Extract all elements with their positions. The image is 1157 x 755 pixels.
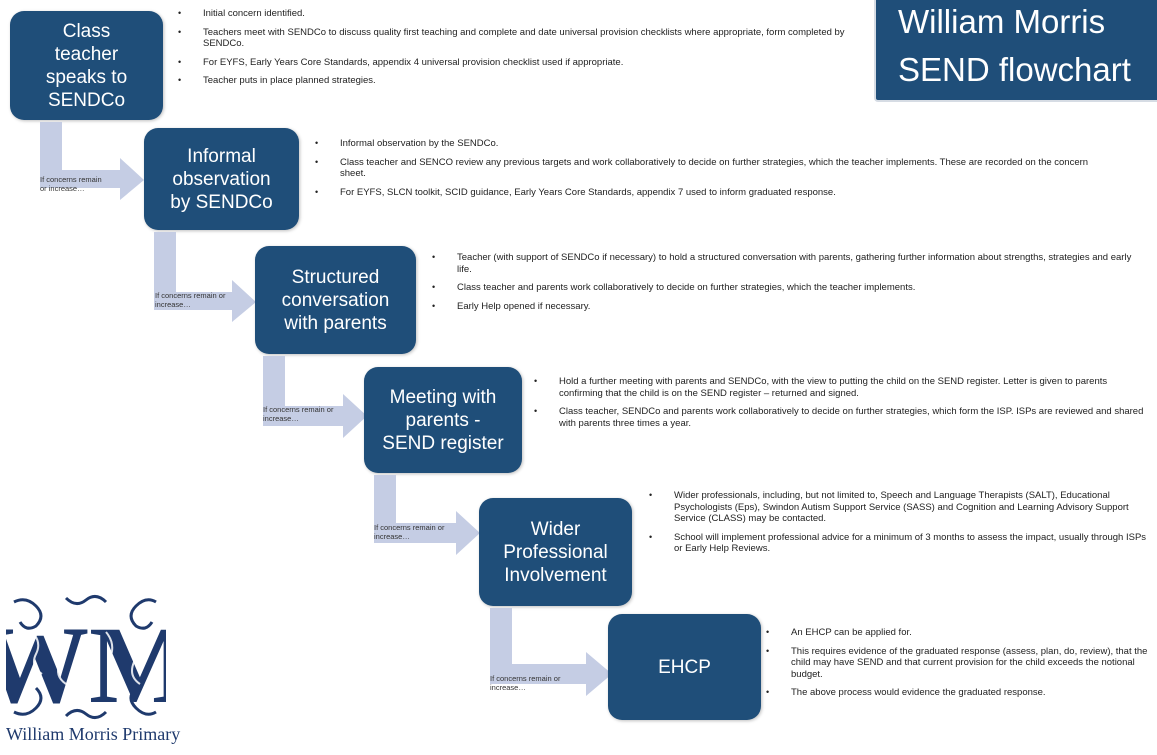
bullet: Wider professionals, including, but not … (649, 490, 1149, 525)
step-label-line: observation (172, 168, 271, 190)
connector-arrow (374, 475, 480, 555)
svg-text:WM: WM (6, 604, 166, 722)
connector-arrow (154, 232, 256, 322)
step-label-line: parents - (405, 409, 481, 431)
step-label-line: Structured (291, 266, 380, 288)
bullet: This requires evidence of the graduated … (766, 646, 1151, 681)
wm-monogram-icon: WM (6, 594, 166, 722)
step-6-bullets: An EHCP can be applied for. This require… (766, 627, 1151, 706)
title-line-1: William Morris (898, 3, 1106, 40)
connector-label: If concerns remain or increase… (374, 523, 445, 541)
step-label-line: Meeting with (389, 386, 497, 408)
step-wider-professional-involvement: Wider Professional Involvement (479, 498, 632, 606)
step-label-line: conversation (281, 289, 390, 311)
step-class-teacher-speaks-to-sendco: Class teacher speaks to SENDCo (10, 11, 163, 120)
step-label-line: by SENDCo (170, 191, 273, 213)
school-logo: WM William Morris Primary (6, 592, 181, 755)
bullet: Early Help opened if necessary. (432, 301, 1132, 313)
bullet: Class teacher and SENCO review any previ… (315, 157, 1115, 180)
connector-arrow (263, 356, 367, 438)
step-label-line: Informal (187, 145, 256, 167)
step-label-line: EHCP (658, 656, 711, 678)
step-1-bullets: Initial concern identified. Teachers mee… (178, 8, 868, 94)
step-label-line: teacher (54, 43, 119, 65)
bullet: Teachers meet with SENDCo to discuss qua… (178, 27, 868, 50)
step-3-bullets: Teacher (with support of SENDCo if neces… (432, 252, 1132, 319)
step-label-line: Professional (503, 541, 608, 563)
bullet: Informal observation by the SENDCo. (315, 138, 1115, 150)
connector-label: If concerns remain or increase… (263, 405, 334, 423)
flowchart-title: William Morris SEND flowchart (876, 0, 1157, 100)
step-label-line: SEND register (382, 432, 504, 454)
step-4-bullets: Hold a further meeting with parents and … (534, 376, 1144, 436)
step-2-bullets: Informal observation by the SENDCo. Clas… (315, 138, 1115, 205)
connector-label: If concerns remain or increase… (490, 674, 561, 692)
bullet: An EHCP can be applied for. (766, 627, 1151, 639)
step-ehcp: EHCP (608, 614, 761, 720)
school-name: William Morris Primary (6, 724, 181, 744)
step-informal-observation: Informal observation by SENDCo (144, 128, 299, 230)
connector-arrow (490, 608, 612, 696)
bullet: Hold a further meeting with parents and … (534, 376, 1144, 399)
bullet: For EYFS, SLCN toolkit, SCID guidance, E… (315, 187, 1115, 199)
step-5-bullets: Wider professionals, including, but not … (649, 490, 1149, 562)
bullet: Initial concern identified. (178, 8, 868, 20)
step-meeting-with-parents-send-register: Meeting with parents - SEND register (364, 367, 522, 473)
step-structured-conversation: Structured conversation with parents (255, 246, 416, 354)
bullet: For EYFS, Early Years Core Standards, ap… (178, 57, 868, 69)
connector-label: If concerns remain or increase… (155, 291, 226, 309)
connector-label: If concerns remain or increase… (40, 175, 102, 193)
step-label-line: speaks to (45, 66, 128, 88)
bullet: Teacher puts in place planned strategies… (178, 75, 868, 87)
step-label-line: Involvement (504, 564, 607, 586)
bullet: School will implement professional advic… (649, 532, 1149, 555)
bullet: Class teacher, SENDCo and parents work c… (534, 406, 1144, 429)
step-label-line: SENDCo (47, 89, 126, 111)
bullet: The above process would evidence the gra… (766, 687, 1151, 699)
step-label-line: with parents (284, 312, 387, 334)
bullet: Class teacher and parents work collabora… (432, 282, 1132, 294)
step-label-line: Class (62, 20, 111, 42)
step-label-line: Wider (530, 518, 581, 540)
bullet: Teacher (with support of SENDCo if neces… (432, 252, 1132, 275)
connector-arrow (40, 122, 144, 200)
title-line-2: SEND flowchart (898, 51, 1131, 88)
